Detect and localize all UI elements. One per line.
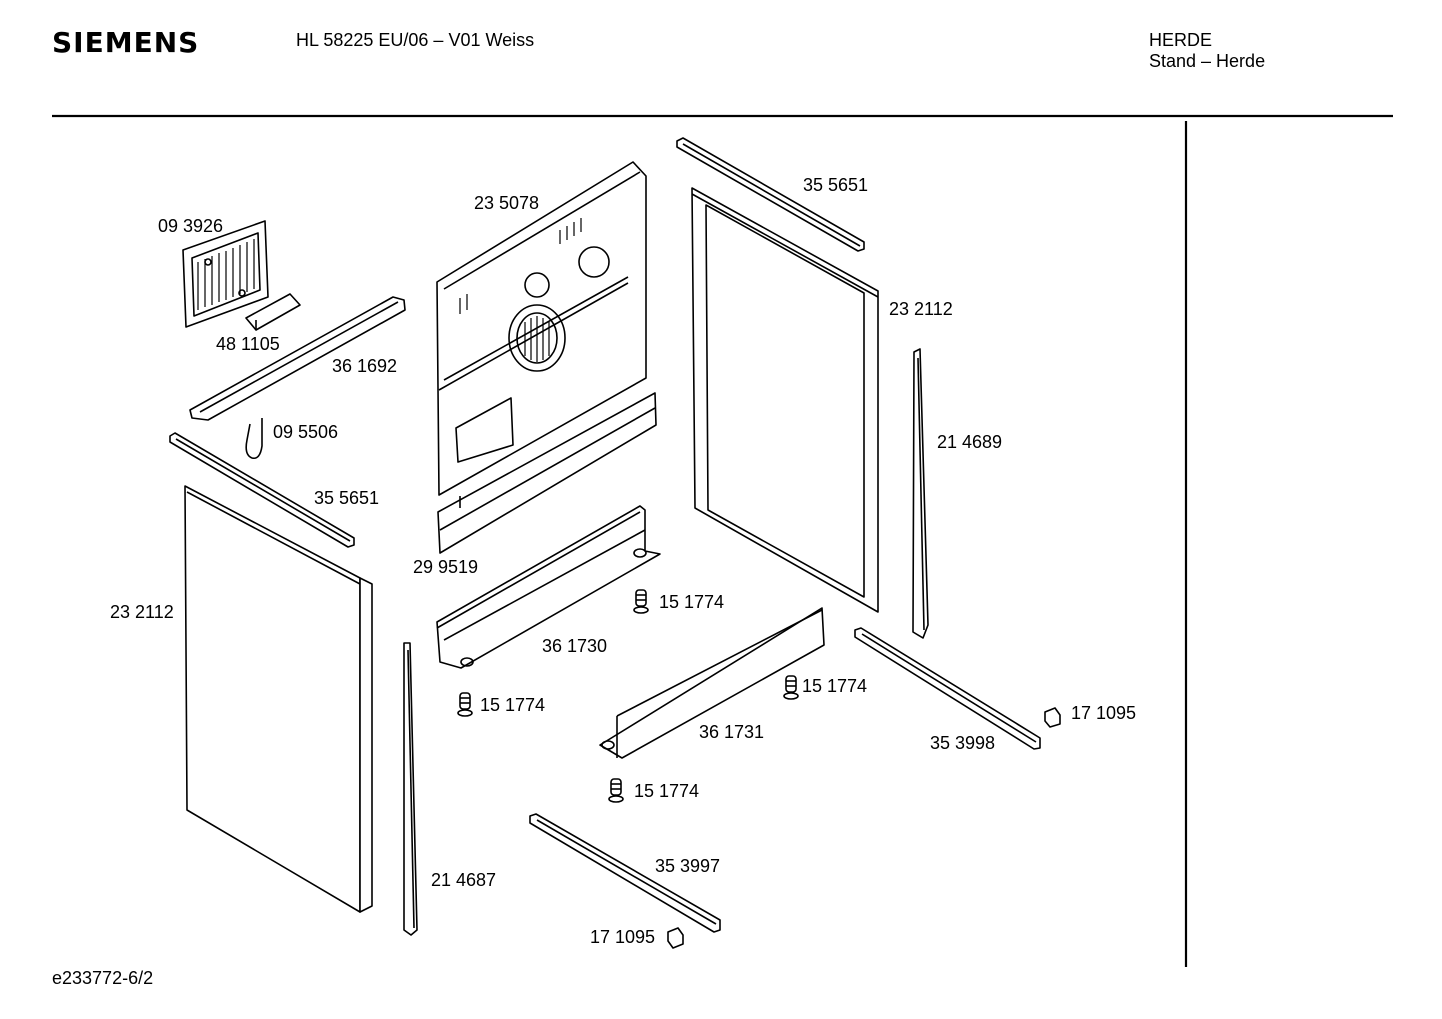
part-label-171095-b: 17 1095: [590, 927, 656, 947]
part-label-095506: 09 5506: [273, 422, 339, 442]
part-rail-355651-right: [676, 137, 865, 252]
part-label-235078: 23 5078: [474, 193, 540, 213]
category-subtitle: Stand – Herde: [1149, 51, 1266, 71]
part-label-093926: 09 3926: [158, 216, 224, 236]
part-label-361731: 36 1731: [699, 722, 765, 742]
part-label-355651-right: 35 5651: [803, 175, 869, 195]
part-wire-095506: [245, 418, 263, 460]
part-trim-214689: [912, 348, 929, 639]
document-number: e233772-6/2: [52, 968, 154, 988]
part-clip-171095-b: [667, 927, 684, 949]
part-label-481105: 48 1105: [216, 334, 280, 354]
part-side-panel-232112-left: [184, 485, 373, 913]
part-label-151774-a: 15 1774: [659, 592, 725, 612]
part-grille-093926: [182, 220, 269, 328]
part-channel-299519: [437, 392, 657, 554]
part-back-wall-235078: [436, 161, 647, 496]
part-foot-151774-b: [457, 692, 473, 717]
part-label-214687: 21 4687: [431, 870, 497, 890]
part-clip-171095-a: [1044, 707, 1061, 728]
part-strip-361692: [189, 296, 406, 421]
part-trim-214687: [403, 642, 418, 936]
part-label-361692: 36 1692: [332, 356, 398, 376]
model-title: HL 58225 EU/06 – V01 Weiss: [296, 30, 535, 50]
part-label-353998: 35 3998: [930, 733, 996, 753]
part-label-353997: 35 3997: [655, 856, 721, 876]
part-foot-151774-c: [783, 675, 799, 700]
part-rail-353997: [529, 813, 721, 933]
part-label-214689: 21 4689: [937, 432, 1003, 452]
part-label-355651-left: 35 5651: [314, 488, 380, 508]
part-label-232112-right: 23 2112: [889, 299, 953, 319]
category-title: HERDE: [1149, 30, 1213, 50]
part-rail-355651-left: [169, 432, 355, 548]
part-foot-151774-a: [633, 589, 649, 614]
part-label-171095-a: 17 1095: [1071, 703, 1137, 723]
brand-logo: SIEMENS: [52, 26, 200, 59]
part-label-151774-d: 15 1774: [634, 781, 700, 801]
part-base-channel-361730: [436, 505, 661, 669]
part-label-361730: 36 1730: [542, 636, 608, 656]
part-frame-232112-right: [691, 187, 879, 613]
part-front-channel-361731: [599, 607, 825, 759]
part-bracket-481105: [245, 293, 301, 331]
part-rail-353998: [854, 627, 1041, 750]
part-label-299519: 29 9519: [413, 557, 479, 577]
part-label-151774-b: 15 1774: [480, 695, 546, 715]
part-label-232112-left: 23 2112: [110, 602, 174, 622]
part-label-151774-c: 15 1774: [802, 676, 868, 696]
part-foot-151774-d: [608, 778, 624, 803]
